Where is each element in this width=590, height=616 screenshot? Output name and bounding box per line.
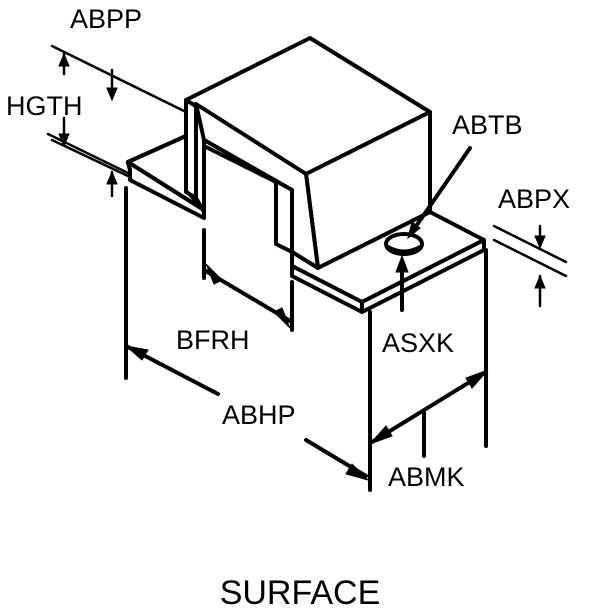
label-abpp: ABPP	[70, 4, 142, 34]
label-abpx: ABPX	[498, 184, 570, 214]
dimension-labels: ABPP HGTH ABTB ABPX BFRH ASXK ABHP ABMK	[6, 4, 570, 492]
label-abhp: ABHP	[222, 400, 296, 430]
abtb-leader	[410, 146, 472, 234]
diagram-title: SURFACE	[220, 574, 381, 612]
label-abtb: ABTB	[452, 110, 523, 140]
mounting-hole-shadow	[386, 245, 422, 254]
front-opening	[202, 138, 294, 254]
label-hgth: HGTH	[6, 91, 83, 121]
label-bfrh: BFRH	[176, 325, 250, 355]
abmk-dim-line	[370, 370, 488, 444]
bracket-part	[126, 36, 486, 314]
dimension-lines	[58, 52, 546, 481]
label-asxk: ASXK	[382, 328, 454, 358]
label-abmk: ABMK	[388, 462, 465, 492]
